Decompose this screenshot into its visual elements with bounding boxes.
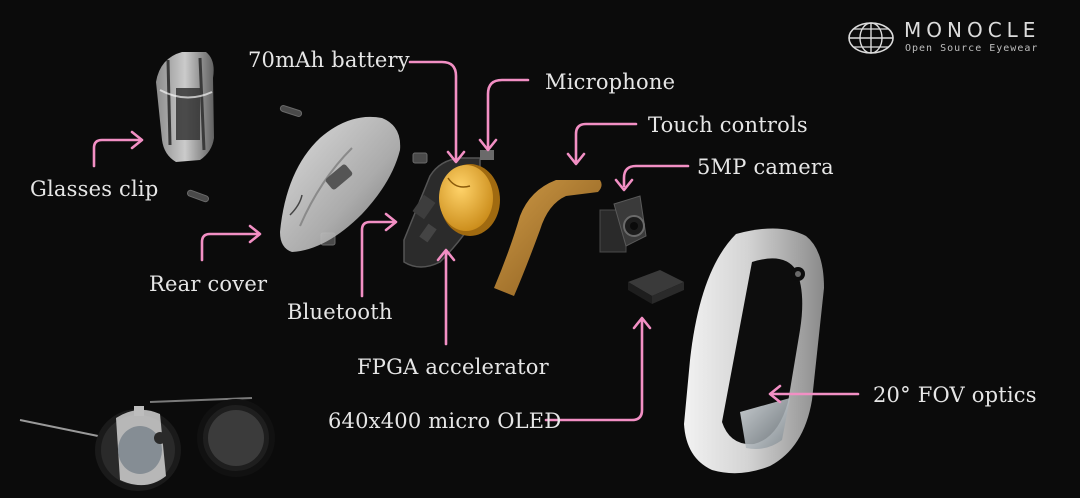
label-bluetooth: Bluetooth	[287, 300, 393, 324]
flex-cable-part	[494, 180, 602, 296]
optics-ring-part	[684, 228, 824, 474]
label-battery: 70mAh battery	[248, 48, 410, 72]
glasses-illustration	[19, 397, 275, 491]
glasses-clip-part	[156, 52, 214, 162]
brand-tagline: Open Source Eyewear	[905, 43, 1039, 54]
brand-name: MONOCLE	[904, 18, 1041, 42]
label-glasses-clip: Glasses clip	[30, 177, 159, 201]
oled-part	[628, 270, 684, 304]
label-optics: 20° FOV optics	[873, 383, 1037, 407]
logo-globe-icon	[848, 22, 894, 54]
label-camera: 5MP camera	[697, 155, 834, 179]
brand-logo: MONOCLE Open Source Eyewear	[846, 18, 1056, 58]
label-microphone: Microphone	[545, 70, 676, 94]
label-fpga: FPGA accelerator	[357, 355, 549, 379]
rear-cover-part	[280, 116, 401, 252]
camera-part	[599, 195, 647, 253]
label-touch-controls: Touch controls	[648, 113, 808, 137]
battery-part	[439, 150, 500, 236]
label-rear-cover: Rear cover	[149, 272, 268, 296]
callout-arrows	[92, 60, 860, 422]
label-oled: 640x400 micro OLED	[328, 409, 562, 433]
